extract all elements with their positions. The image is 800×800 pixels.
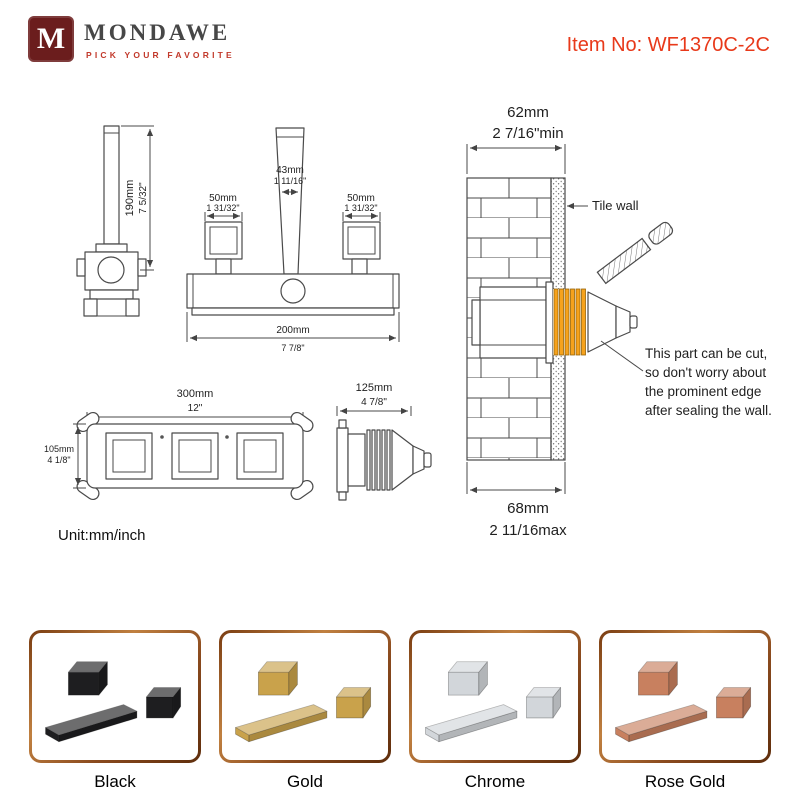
finish-option-rose-gold: Rose Gold <box>599 630 771 792</box>
dim-wall-max-in: 2 11/16max <box>489 522 567 539</box>
faucet-image-rose-gold <box>615 660 752 742</box>
cut-note-line-1: This part can be cut, <box>645 346 767 361</box>
side-view-valve: 125mm 4 7/8" <box>336 382 432 501</box>
finish-card-rose-gold-inner <box>602 633 768 760</box>
dim-wall-min-mm: 62mm <box>507 104 549 121</box>
dim-left-handle-mm: 50mm <box>209 193 237 204</box>
front-view-faucet: 43mm 1 11/16" 50mm 1 31/32" 50mm 1 31/32… <box>186 127 400 353</box>
dim-span-in: 7 7/8" <box>281 343 304 353</box>
side-view-spout: 190mm 7 5/32" <box>76 125 154 317</box>
mondawe-logo-icon: M <box>28 16 74 62</box>
cut-note-line-3: the prominent edge <box>645 384 761 399</box>
finish-option-black: Black <box>29 630 201 792</box>
finish-label-gold: Gold <box>287 772 323 791</box>
dim-plate-width-mm: 300mm <box>177 388 214 400</box>
dim-valve-in: 4 7/8" <box>361 397 387 408</box>
item-number: Item No: WF1370C-2C <box>566 34 770 56</box>
finish-label-chrome: Chrome <box>464 772 526 791</box>
brand-name: MONDAWE <box>84 20 231 45</box>
finish-card-chrome-inner <box>412 633 578 760</box>
finish-option-chrome: Chrome <box>409 630 581 792</box>
dim-wall-min-in: 2 7/16"min <box>492 125 563 142</box>
dim-spout-height-mm: 190mm <box>124 180 136 217</box>
cuttable-part-highlight <box>553 288 586 356</box>
finish-card-rose-gold <box>599 630 771 763</box>
finish-label-rose-gold: Rose Gold <box>644 772 726 791</box>
finish-card-black <box>29 630 201 763</box>
dim-spout-width-in: 1 11/16" <box>274 176 307 186</box>
logo-letter: M <box>36 22 66 55</box>
dim-left-handle-in: 1 31/32" <box>206 203 239 213</box>
unit-label: Unit:mm/inch <box>58 527 146 544</box>
brand-tagline: PICK YOUR FAVORITE <box>86 50 235 60</box>
faucet-image-gold <box>235 660 372 742</box>
finish-card-black-inner <box>32 633 198 760</box>
cut-note-line-2: so don't worry about <box>645 365 766 380</box>
tile-wall-label: Tile wall <box>592 198 639 213</box>
finish-card-chrome <box>409 630 581 763</box>
cut-spout <box>596 221 674 285</box>
wall-installation-view: 62mm 2 7/16"min Tile wall <box>466 104 772 539</box>
dim-spout-height-in: 7 5/32" <box>138 182 149 214</box>
dim-valve-mm: 125mm <box>356 382 393 394</box>
dim-plate-width-in: 12" <box>188 403 203 414</box>
dim-right-handle-in: 1 31/32" <box>344 203 377 213</box>
dim-plate-height-mm: 105mm <box>44 444 74 454</box>
top-view-plate: 300mm 12" 105mm 4 1/8" <box>44 388 314 501</box>
finish-label-black: Black <box>94 772 136 791</box>
dim-span-mm: 200mm <box>276 325 309 336</box>
cut-note-line-4: after sealing the wall. <box>645 403 772 418</box>
finish-card-gold-inner <box>222 633 388 760</box>
finish-options: Black <box>0 630 800 792</box>
dim-wall-max-mm: 68mm <box>507 500 549 517</box>
faucet-image-black <box>45 660 182 742</box>
dim-spout-width-mm: 43mm <box>276 165 304 176</box>
dim-plate-height-in: 4 1/8" <box>47 455 70 465</box>
finish-option-gold: Gold <box>219 630 391 792</box>
dim-right-handle-mm: 50mm <box>347 193 375 204</box>
finish-card-gold <box>219 630 391 763</box>
faucet-image-chrome <box>425 660 562 742</box>
